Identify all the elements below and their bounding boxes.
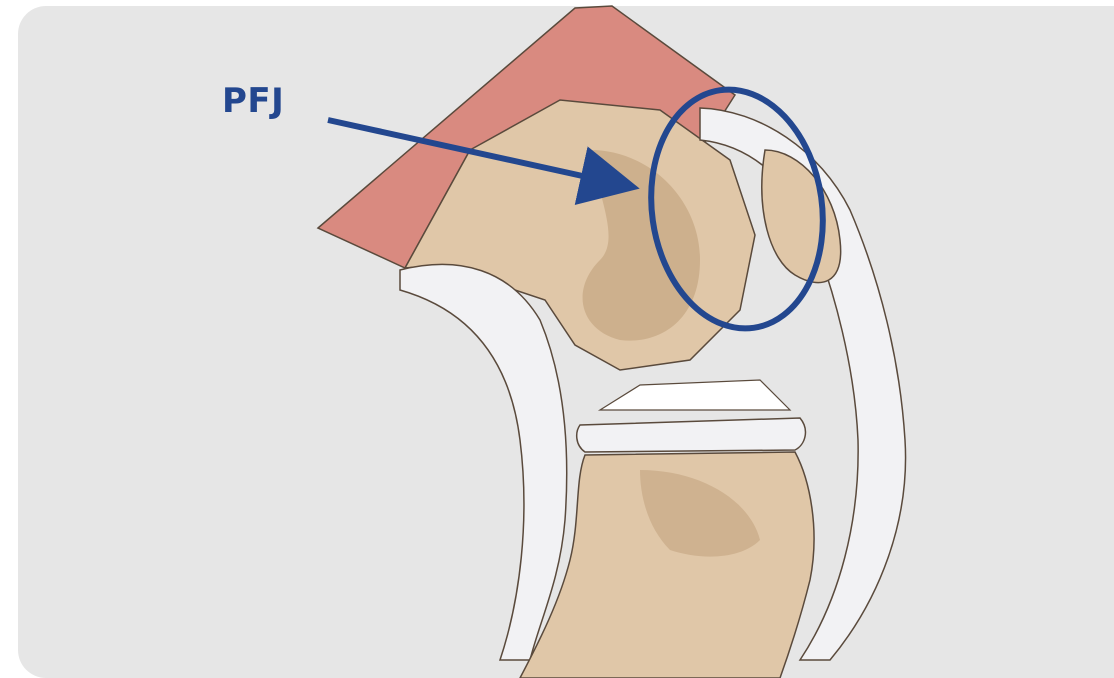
pfj-label: PFJ — [222, 84, 284, 118]
meniscus — [577, 418, 806, 452]
cruciate-ligament — [600, 380, 790, 410]
patella-bone — [762, 150, 841, 283]
posterior-capsule — [400, 264, 567, 660]
